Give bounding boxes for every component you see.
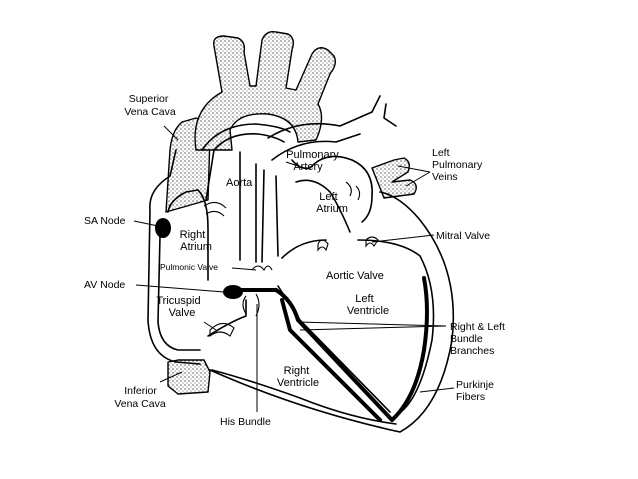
inferior-vena-cava-leader (159, 371, 183, 383)
sa-node-leader (133, 220, 159, 227)
pulmonic-valve-leader (231, 267, 257, 271)
sa-node-marker (155, 218, 171, 238)
right-ventricle-wall (207, 299, 397, 425)
conduction-system (155, 218, 429, 422)
bundle-branches-leader-2 (299, 325, 447, 331)
mitral-valve-shape (365, 236, 379, 248)
aorta-label: Aorta (226, 177, 253, 189)
aortic-arch-vessel (194, 30, 337, 151)
tricuspid-valve-leader (203, 321, 217, 331)
mitral-valve-leader (371, 234, 435, 243)
left-pulmonary-veins-leader-2 (405, 171, 431, 187)
great-vessels (165, 30, 417, 395)
pulmonic-valve-shape (251, 265, 273, 272)
aorta-wall (201, 123, 291, 263)
superior-vena-cava-leader (163, 125, 179, 141)
left-pulmonary-veins-leader-1 (397, 165, 431, 173)
right-bundle-branch (280, 298, 382, 422)
right-atrium-label: Right Atrium (180, 229, 212, 253)
leader-lines (133, 125, 455, 412)
right-left-bundle-branches-label: Right & Left Bundle Branches (450, 321, 508, 357)
superior-vena-cava-label: Superior Vena Cava (124, 93, 176, 118)
av-node-leader (135, 284, 225, 293)
heart-outer-wall (147, 149, 455, 433)
left-bundle-branch (274, 276, 429, 422)
atrium-inner-folds (203, 181, 361, 217)
left-atrium-label: Left Atrium (316, 191, 348, 215)
mitral-valve-label: Mitral Valve (436, 230, 490, 242)
pulmonary-artery-leader (285, 161, 305, 169)
av-node-label: AV Node (84, 279, 125, 291)
sa-node-label: SA Node (84, 215, 126, 227)
purkinje-fibers-label: Purkinje Fibers (456, 379, 497, 403)
inferior-vena-cava-vessel (167, 359, 211, 395)
aortic-valve-shape (317, 239, 329, 252)
pulmonic-valve-label: Pulmonic Valve (160, 262, 218, 272)
labels: Superior Vena Cava SA Node Aorta Pulmona… (84, 93, 508, 428)
tricuspid-valve-label: Tricuspid Valve (156, 295, 203, 319)
pulmonary-artery-label: Pulmonary Artery (286, 149, 342, 173)
left-pulmonary-veins-vessel (371, 157, 417, 199)
tricuspid-valve-shape (209, 322, 235, 338)
pulmonary-artery-wall (261, 95, 397, 263)
aortic-valve-label: Aortic Valve (326, 270, 384, 282)
inferior-vena-cava-label: Inferior Vena Cava (114, 385, 166, 410)
right-ventricle-label: Right Ventricle (277, 365, 319, 389)
left-atrium-wall (291, 155, 373, 233)
his-bundle-label: His Bundle (220, 416, 271, 428)
left-pulmonary-veins-label: Left Pulmonary Veins (432, 147, 485, 183)
purkinje-fibers-leader (419, 387, 455, 393)
right-atrium-inner-wall (157, 189, 209, 351)
bundle-branches-leader-1 (297, 321, 447, 327)
left-ventricle-label: Left Ventricle (347, 293, 389, 317)
av-node-marker (223, 285, 243, 299)
